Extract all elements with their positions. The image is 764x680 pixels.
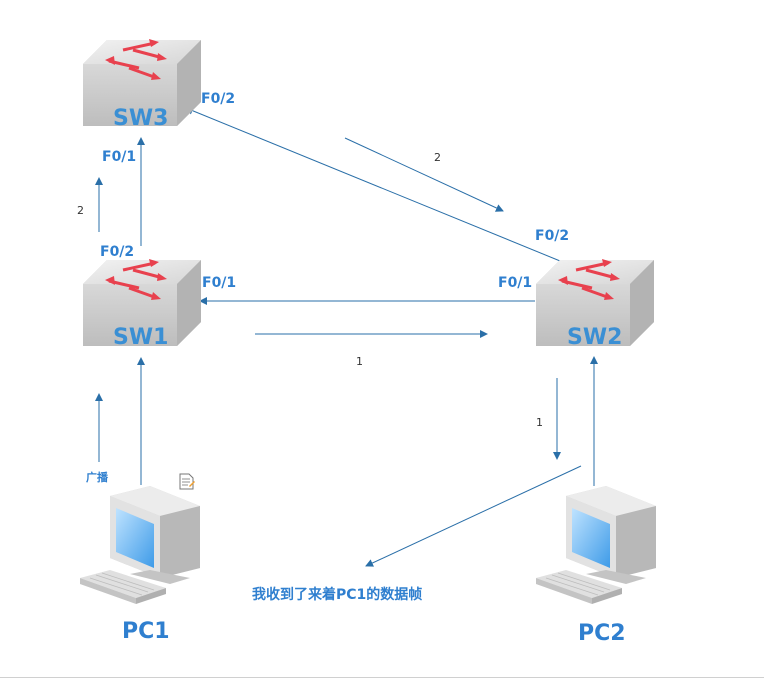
pc-pc1[interactable]: PC1 bbox=[79, 485, 201, 644]
desktop-computer-icon bbox=[535, 485, 657, 605]
switch-label: SW2 bbox=[567, 325, 622, 350]
port-label-sw2-f02: F0/2 bbox=[535, 228, 569, 244]
bottom-divider bbox=[0, 677, 764, 678]
switch-label: SW3 bbox=[113, 106, 168, 131]
pc-label: PC1 bbox=[122, 619, 170, 644]
document-icon bbox=[179, 473, 195, 490]
switch-sw1[interactable]: SW1 bbox=[81, 257, 203, 350]
port-label-sw1-f02: F0/2 bbox=[100, 244, 134, 260]
desktop-computer-icon bbox=[79, 485, 201, 605]
switch-sw2[interactable]: SW2 bbox=[534, 257, 656, 350]
flow-arrow-to-pc1 bbox=[365, 465, 582, 567]
switch-sw3[interactable]: SW3 bbox=[81, 37, 203, 131]
received-note: 我收到了来着PC1的数据帧 bbox=[252, 586, 422, 603]
step-label-sw1-sw2: 1 bbox=[356, 355, 363, 368]
step-label-sw1-sw3: 2 bbox=[77, 204, 84, 217]
pc-pc2[interactable]: PC2 bbox=[535, 485, 657, 646]
switch-label: SW1 bbox=[113, 325, 168, 350]
broadcast-note: 广播 bbox=[86, 470, 109, 484]
port-label-sw1-f01: F0/1 bbox=[202, 275, 236, 291]
pc-label: PC2 bbox=[578, 621, 626, 646]
step-label-sw3-sw2: 2 bbox=[434, 151, 441, 164]
port-label-sw3-f01: F0/1 bbox=[102, 149, 136, 165]
step-label-sw2-pc2: 1 bbox=[536, 416, 543, 429]
link-sw2-sw3 bbox=[185, 106, 566, 264]
flow-arrow-sw3-sw2 bbox=[344, 137, 504, 212]
port-label-sw2-f01: F0/1 bbox=[498, 275, 532, 291]
port-label-sw3-f02: F0/2 bbox=[201, 91, 235, 107]
